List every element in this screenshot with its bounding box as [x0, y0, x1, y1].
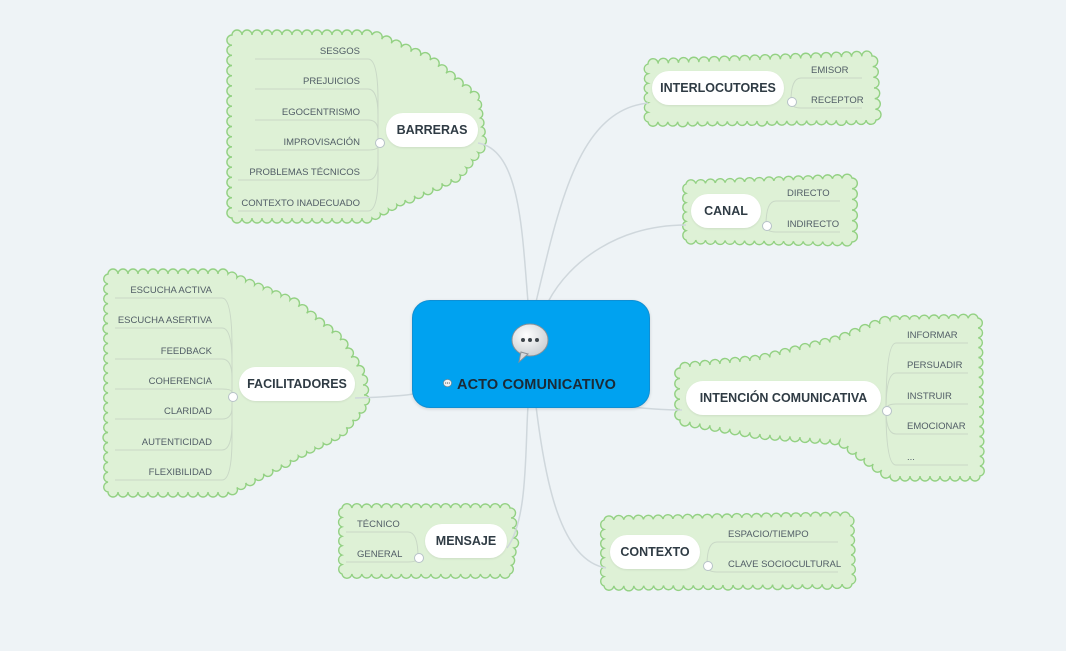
collapse-handle-mensaje[interactable]	[414, 553, 424, 563]
leafline-barreras-1	[255, 58, 379, 142]
leafline-facilitadores-1	[115, 297, 233, 396]
leafline-mensaje-1	[346, 531, 419, 558]
connector-barreras	[477, 142, 529, 303]
topic-interlocutores[interactable]: INTERLOCUTORES	[652, 71, 784, 105]
leaf-barreras-2[interactable]: PREJUICIOS	[302, 76, 360, 87]
leaf-canal-1[interactable]: DIRECTO	[787, 188, 830, 199]
leaf-intencion-5[interactable]: ...	[907, 452, 915, 463]
leafline-facilitadores-3	[115, 358, 233, 396]
connector-canal	[547, 224, 687, 303]
topic-canal[interactable]: CANAL	[691, 194, 761, 228]
leaf-canal-2[interactable]: INDIRECTO	[787, 219, 840, 230]
leafline-facilitadores-2	[115, 327, 233, 396]
leafline-barreras-6	[238, 142, 379, 212]
leaf-mensaje-1[interactable]: TÉCNICO	[357, 519, 400, 530]
leaf-facilitadores-5[interactable]: CLARIDAD	[163, 406, 212, 417]
central-topic[interactable]: ACTO COMUNICATIVO	[412, 300, 650, 408]
leaf-facilitadores-2[interactable]: ESCUCHA ASERTIVA	[117, 315, 212, 326]
leafline-contexto-1	[706, 541, 838, 566]
leaf-contexto-2[interactable]: CLAVE SOCIOCULTURAL	[728, 559, 842, 570]
leaf-facilitadores-1[interactable]: ESCUCHA ACTIVA	[130, 285, 212, 296]
central-topic-label: ACTO COMUNICATIVO	[457, 377, 617, 393]
connector-contexto	[535, 405, 607, 569]
cloud-contexto	[599, 511, 857, 592]
leaf-barreras-5[interactable]: PROBLEMAS TÉCNICOS	[249, 167, 360, 178]
topic-facilitadores[interactable]: FACILITADORES	[239, 367, 355, 401]
collapse-handle-barreras[interactable]	[375, 138, 385, 148]
topic-contexto[interactable]: CONTEXTO	[610, 535, 700, 569]
leafline-intencion-5	[885, 409, 968, 466]
connector-facilitadores	[354, 393, 415, 399]
small-speech-bubble-icon	[443, 379, 452, 387]
connector-mensaje	[506, 405, 529, 549]
leafline-barreras-2	[255, 88, 379, 142]
leafline-canal-1	[765, 200, 840, 226]
speech-bubble-icon	[511, 323, 549, 363]
topic-intencion-comunicativa[interactable]: INTENCIÓN COMUNICATIVA	[686, 381, 881, 415]
leaf-facilitadores-7[interactable]: FLEXIBILIDAD	[148, 467, 212, 478]
leaf-interlocutores-2[interactable]: RECEPTOR	[811, 95, 864, 106]
connectors	[354, 102, 687, 569]
leafline-facilitadores-7	[115, 396, 233, 481]
cloud-barreras	[226, 29, 488, 224]
leaf-mensaje-2[interactable]: GENERAL	[357, 549, 403, 560]
leaf-barreras-4[interactable]: IMPROVISACIÓN	[283, 137, 360, 148]
leafline-interlocutores-1	[790, 77, 862, 102]
leaf-intencion-3[interactable]: INSTRUIR	[907, 391, 952, 402]
leaf-facilitadores-3[interactable]: FEEDBACK	[160, 346, 212, 357]
connector-interlocutores	[535, 102, 649, 303]
collapse-handle-interlocutores[interactable]	[787, 97, 797, 107]
cloud-canal	[682, 173, 858, 247]
leaf-barreras-6[interactable]: CONTEXTO INADECUADO	[241, 198, 360, 209]
leaf-barreras-1[interactable]: SESGOS	[319, 46, 360, 57]
collapse-handle-facilitadores[interactable]	[228, 392, 238, 402]
leaf-intencion-2[interactable]: PERSUADIR	[907, 360, 963, 371]
leaf-intencion-4[interactable]: EMOCIONAR	[907, 421, 966, 432]
collapse-handle-contexto[interactable]	[703, 561, 713, 571]
collapse-handle-intencion[interactable]	[882, 406, 892, 416]
leaf-contexto-1[interactable]: ESPACIO/TIEMPO	[728, 529, 809, 540]
leaf-barreras-3[interactable]: EGOCENTRISMO	[281, 107, 360, 118]
topic-barreras[interactable]: BARRERAS	[386, 113, 478, 147]
leaf-facilitadores-4[interactable]: COHERENCIA	[148, 376, 212, 387]
cloud-facilitadores	[102, 268, 371, 498]
collapse-handle-canal[interactable]	[762, 221, 772, 231]
leaf-interlocutores-1[interactable]: EMISOR	[811, 65, 849, 76]
topic-mensaje[interactable]: MENSAJE	[425, 524, 507, 558]
leaf-facilitadores-6[interactable]: AUTENTICIDAD	[141, 437, 212, 448]
leaf-intencion-1[interactable]: INFORMAR	[907, 330, 958, 341]
leafline-barreras-3	[255, 119, 379, 142]
leafline-intencion-2	[885, 372, 968, 411]
